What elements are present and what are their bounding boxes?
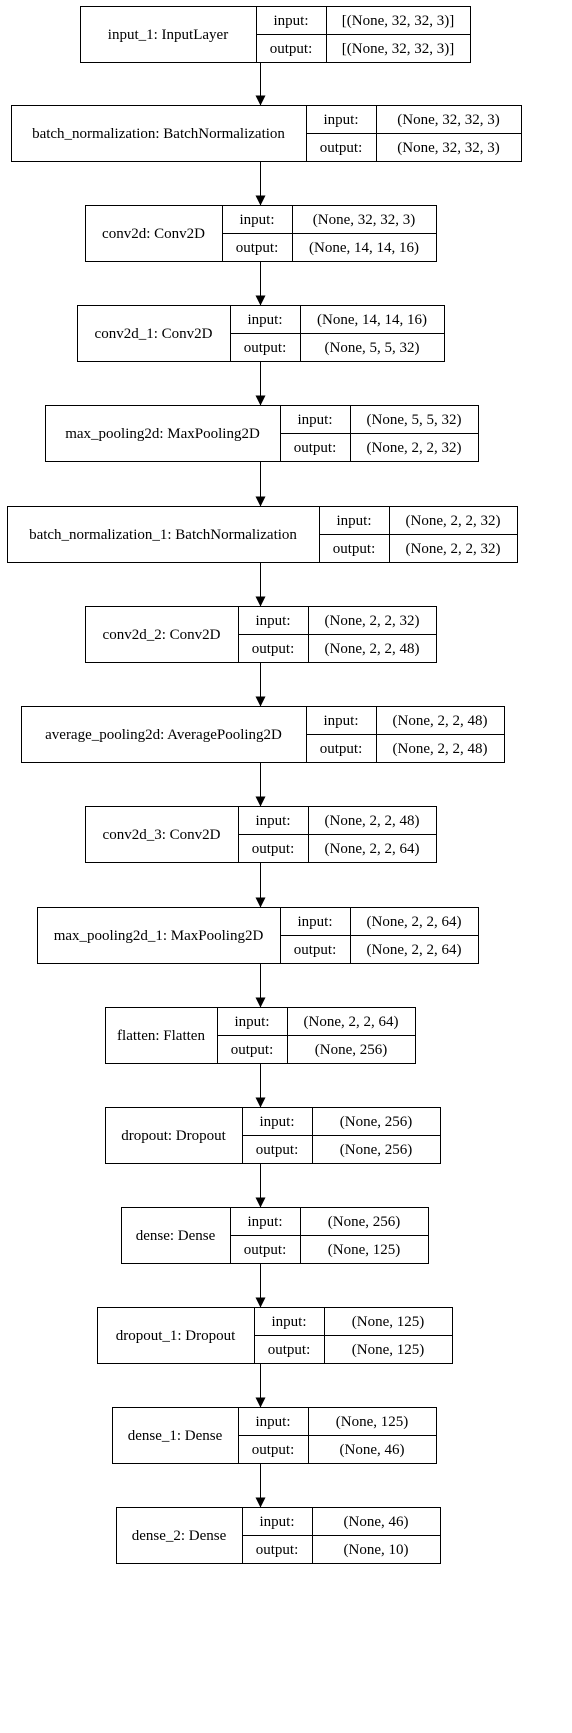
input-label: input: xyxy=(255,613,290,629)
output-label: output: xyxy=(270,41,313,57)
layer-node: average_pooling2d: AveragePooling2D input… xyxy=(21,706,505,763)
layer-name: input_1: InputLayer xyxy=(108,27,228,43)
layer-node: batch_normalization_1: BatchNormalizatio… xyxy=(7,506,518,563)
output-shape: (None, 5, 5, 32) xyxy=(325,340,420,356)
output-label: output: xyxy=(256,1542,299,1558)
input-shape: (None, 46) xyxy=(344,1514,409,1530)
layer-node: dropout: Dropout input: output: (None, 256)… xyxy=(105,1107,441,1164)
output-label: output: xyxy=(252,1442,295,1458)
input-shape: (None, 2, 2, 48) xyxy=(325,813,420,829)
input-label: input: xyxy=(336,513,371,529)
layer-name: dense: Dense xyxy=(136,1228,216,1244)
input-label: input: xyxy=(297,914,332,930)
input-shape: (None, 2, 2, 32) xyxy=(325,613,420,629)
output-shape: (None, 2, 2, 32) xyxy=(406,541,501,557)
input-shape: (None, 5, 5, 32) xyxy=(367,412,462,428)
output-label: output: xyxy=(231,1042,274,1058)
output-shape: (None, 256) xyxy=(315,1042,387,1058)
layer-name: dropout_1: Dropout xyxy=(116,1328,236,1344)
output-label: output: xyxy=(252,641,295,657)
input-shape: (None, 14, 14, 16) xyxy=(317,312,427,328)
output-shape: (None, 125) xyxy=(328,1242,400,1258)
input-label: input: xyxy=(234,1014,269,1030)
output-label: output: xyxy=(333,541,376,557)
input-label: input: xyxy=(255,1414,290,1430)
layer-node: dense_2: Dense input: output: (None, 46) (No… xyxy=(116,1507,441,1564)
layer-name: batch_normalization_1: BatchNormalizatio… xyxy=(29,527,297,543)
input-label: input: xyxy=(323,112,358,128)
input-shape: (None, 256) xyxy=(328,1214,400,1230)
input-label: input: xyxy=(323,713,358,729)
input-label: input: xyxy=(247,1214,282,1230)
layer-name: conv2d: Conv2D xyxy=(102,226,205,242)
nodes-group: input_1: InputLayer input: output: [(None, … xyxy=(7,6,522,1564)
input-shape: (None, 32, 32, 3) xyxy=(397,112,499,128)
input-shape: (None, 2, 2, 64) xyxy=(304,1014,399,1030)
layer-name: conv2d_3: Conv2D xyxy=(103,827,221,843)
output-label: output: xyxy=(244,1242,287,1258)
output-shape: (None, 256) xyxy=(340,1142,412,1158)
layer-node: conv2d_3: Conv2D input: output: (None, 2, 2… xyxy=(85,806,437,863)
output-label: output: xyxy=(294,942,337,958)
input-label: input: xyxy=(259,1114,294,1130)
input-label: input: xyxy=(297,412,332,428)
input-label: input: xyxy=(273,13,308,29)
output-label: output: xyxy=(236,240,279,256)
input-label: input: xyxy=(259,1514,294,1530)
input-label: input: xyxy=(239,212,274,228)
input-label: input: xyxy=(255,813,290,829)
layer-name: batch_normalization: BatchNormalization xyxy=(32,126,285,142)
layer-node: flatten: Flatten input: output: (None, 2, 2… xyxy=(105,1007,416,1064)
input-shape: (None, 2, 2, 64) xyxy=(367,914,462,930)
output-shape: (None, 2, 2, 48) xyxy=(393,741,488,757)
output-shape: (None, 46) xyxy=(340,1442,405,1458)
layer-node: input_1: InputLayer input: output: [(None, … xyxy=(80,6,471,63)
input-label: input: xyxy=(271,1314,306,1330)
output-label: output: xyxy=(244,340,287,356)
layer-node: conv2d_2: Conv2D input: output: (None, 2, 2… xyxy=(85,606,437,663)
layer-node: batch_normalization: BatchNormalization i… xyxy=(11,105,522,162)
output-shape: (None, 125) xyxy=(352,1342,424,1358)
input-shape: (None, 125) xyxy=(352,1314,424,1330)
layer-name: conv2d_2: Conv2D xyxy=(103,627,221,643)
output-label: output: xyxy=(320,140,363,156)
layer-name: average_pooling2d: AveragePooling2D xyxy=(45,727,282,743)
input-shape: (None, 125) xyxy=(336,1414,408,1430)
output-label: output: xyxy=(256,1142,299,1158)
output-shape: (None, 32, 32, 3) xyxy=(397,140,499,156)
input-shape: (None, 2, 2, 48) xyxy=(393,713,488,729)
output-shape: [(None, 32, 32, 3)] xyxy=(342,41,454,57)
input-shape: (None, 32, 32, 3) xyxy=(313,212,415,228)
output-label: output: xyxy=(252,841,295,857)
output-shape: (None, 2, 2, 48) xyxy=(325,641,420,657)
output-shape: (None, 10) xyxy=(344,1542,409,1558)
output-label: output: xyxy=(268,1342,311,1358)
layer-name: flatten: Flatten xyxy=(117,1028,205,1044)
layer-node: dropout_1: Dropout input: output: (None, 12… xyxy=(97,1307,453,1364)
layer-node: conv2d_1: Conv2D input: output: (None, 14, … xyxy=(77,305,445,362)
output-label: output: xyxy=(320,741,363,757)
output-shape: (None, 2, 2, 64) xyxy=(367,942,462,958)
output-shape: (None, 2, 2, 64) xyxy=(325,841,420,857)
layer-name: conv2d_1: Conv2D xyxy=(95,326,213,342)
input-label: input: xyxy=(247,312,282,328)
layer-node: dense_1: Dense input: output: (None, 125) (N… xyxy=(112,1407,437,1464)
layer-name: max_pooling2d_1: MaxPooling2D xyxy=(54,928,264,944)
input-shape: [(None, 32, 32, 3)] xyxy=(342,13,454,29)
layer-name: dropout: Dropout xyxy=(121,1128,226,1144)
output-shape: (None, 14, 14, 16) xyxy=(309,240,419,256)
output-label: output: xyxy=(294,440,337,456)
layer-node: max_pooling2d_1: MaxPooling2D input: outpu… xyxy=(37,907,479,964)
layer-node: dense: Dense input: output: (None, 256) (Non… xyxy=(121,1207,429,1264)
layer-node: conv2d: Conv2D input: output: (None, 32, 32… xyxy=(85,205,437,262)
layer-name: max_pooling2d: MaxPooling2D xyxy=(65,426,260,442)
input-shape: (None, 256) xyxy=(340,1114,412,1130)
output-shape: (None, 2, 2, 32) xyxy=(367,440,462,456)
layer-name: dense_2: Dense xyxy=(132,1528,227,1544)
input-shape: (None, 2, 2, 32) xyxy=(406,513,501,529)
layer-name: dense_1: Dense xyxy=(128,1428,223,1444)
layer-node: max_pooling2d: MaxPooling2D input: output:… xyxy=(45,405,479,462)
